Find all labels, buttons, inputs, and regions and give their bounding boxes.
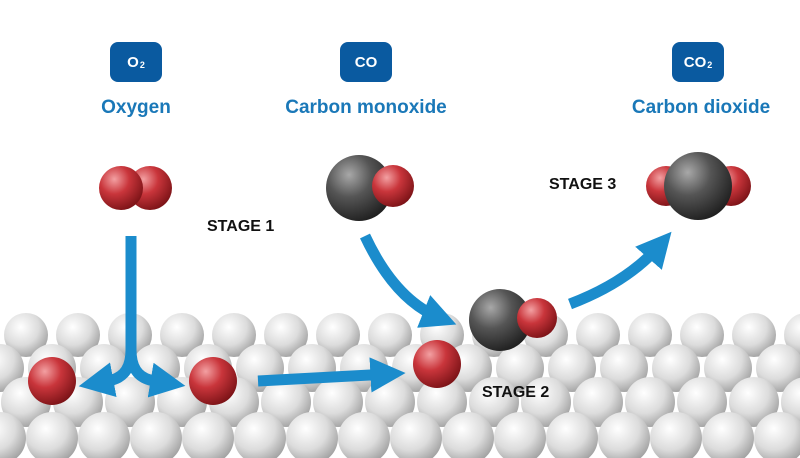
carbon-dioxide-molecule [646,152,751,220]
adsorbed-carbon-monoxide [469,289,557,351]
surface-atom [4,313,48,357]
carbon-atom [326,155,392,221]
co-adsorption-arrow [360,233,457,328]
catalyst-surface [0,313,800,458]
surface-atom [598,412,650,458]
surface-atom [286,412,338,458]
adsorbed-oxygen-atom-left [28,357,76,405]
surface-atom [652,344,700,392]
surface-atom [573,377,623,427]
carbon-monoxide-molecule [326,155,414,221]
oxygen-split-left-arrow [78,349,137,398]
surface-atom [496,344,544,392]
surface-atom [0,412,26,458]
surface-atom [212,313,256,357]
adsorbed-oxygen-atom-right [413,340,461,388]
oxygen-diffusion-arrow [257,357,406,393]
surface-atom [732,313,776,357]
carbon-atom [664,152,732,220]
carbon-dioxide-name-label: Carbon dioxide [631,97,771,118]
surface-atom [469,377,519,427]
surface-atom [494,412,546,458]
surface-atom [390,412,442,458]
carbon-monoxide-name-label: Carbon monoxide [285,97,447,118]
surface-atom [442,412,494,458]
surface-atom [756,344,800,392]
stage-3-label: STAGE 3 [549,176,617,193]
stage-2-label: STAGE 2 [482,384,550,401]
surface-atom [548,344,596,392]
surface-atom [754,412,800,458]
surface-atom [625,377,675,427]
co2-desorption-arrow [568,231,672,310]
surface-atom [576,313,620,357]
surface-atom [160,313,204,357]
oxygen-formula-subscript: 2 [139,60,145,70]
surface-atom [316,313,360,357]
surface-atom [704,344,752,392]
surface-atom [680,313,724,357]
surface-atom [130,412,182,458]
surface-atom [600,344,648,392]
surface-atom [338,412,390,458]
surface-atom [234,412,286,458]
surface-atom [628,313,672,357]
carbon-atom [469,289,531,351]
surface-atom [264,313,308,357]
oxygen-molecule [99,166,172,210]
surface-atom [182,412,234,458]
oxygen-atom [99,166,143,210]
carbon-dioxide-formula-subscript: 2 [707,60,713,70]
surface-atom [78,412,130,458]
surface-atom [26,412,78,458]
surface-atom [729,377,779,427]
carbon-dioxide-formula-base: CO [683,53,707,71]
surface-atom [56,313,100,357]
surface-atom [368,313,412,357]
stage-1-label: STAGE 1 [207,218,275,235]
reaction-arrows [78,231,672,398]
carbon-monoxide-formula-badge: CO [340,42,392,82]
surface-atom [417,377,467,427]
surface-atom [650,412,702,458]
surface-atom [521,377,571,427]
surface-atom [677,377,727,427]
adsorbed-oxygen-atom-middle [189,357,237,405]
surface-atom [313,377,363,427]
surface-atom [261,377,311,427]
surface-atom [702,412,754,458]
oxygen-name-label: Oxygen [101,97,171,118]
carbon-monoxide-formula-base: CO [354,53,378,71]
oxygen-atom [372,165,414,207]
oxygen-atom [517,298,557,338]
oxygen-formula-base: O [127,53,139,71]
surface-atom [546,412,598,458]
surface-atom [105,377,155,427]
